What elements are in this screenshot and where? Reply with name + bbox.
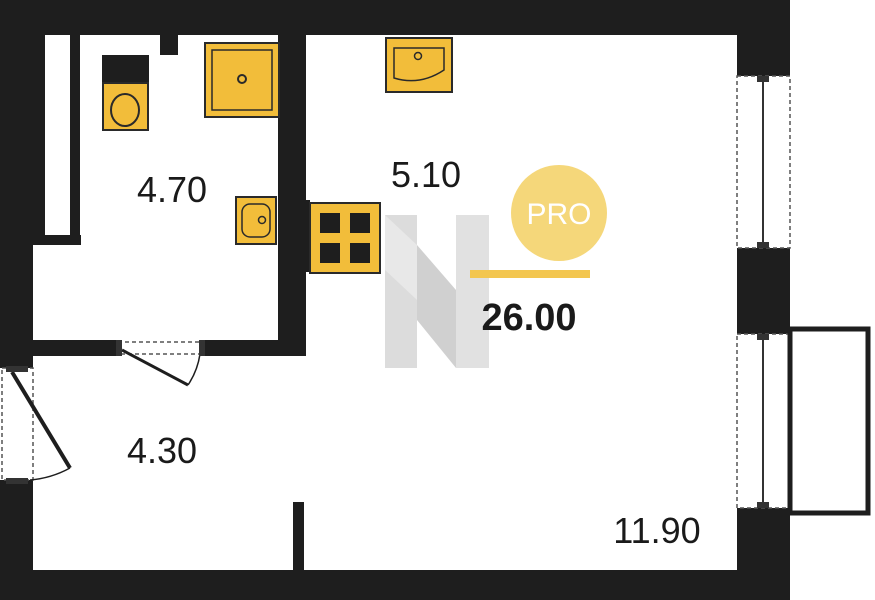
entrance-door	[1, 366, 72, 484]
window-upper	[736, 75, 791, 249]
total-area-underline	[470, 270, 590, 278]
toilet-icon	[102, 55, 149, 131]
kitchen-sink-icon	[385, 37, 453, 93]
pro-badge: PRO	[511, 165, 607, 261]
washbasin-icon	[235, 196, 277, 245]
shower-tray-icon	[204, 42, 280, 118]
hall-area-label: 4.30	[127, 430, 197, 471]
balcony	[787, 326, 871, 516]
living-area-label: 11.90	[613, 510, 700, 551]
bathroom-door	[116, 340, 205, 387]
walls	[0, 0, 790, 600]
pro-badge-text: PRO	[526, 198, 591, 231]
window-lower	[736, 333, 791, 509]
stove-icon	[309, 202, 381, 274]
kitchen-area-label: 5.10	[391, 154, 461, 195]
logo-watermark	[385, 215, 489, 368]
bathroom-area-label: 4.70	[137, 169, 207, 210]
total-area-label: 26.00	[481, 297, 576, 339]
